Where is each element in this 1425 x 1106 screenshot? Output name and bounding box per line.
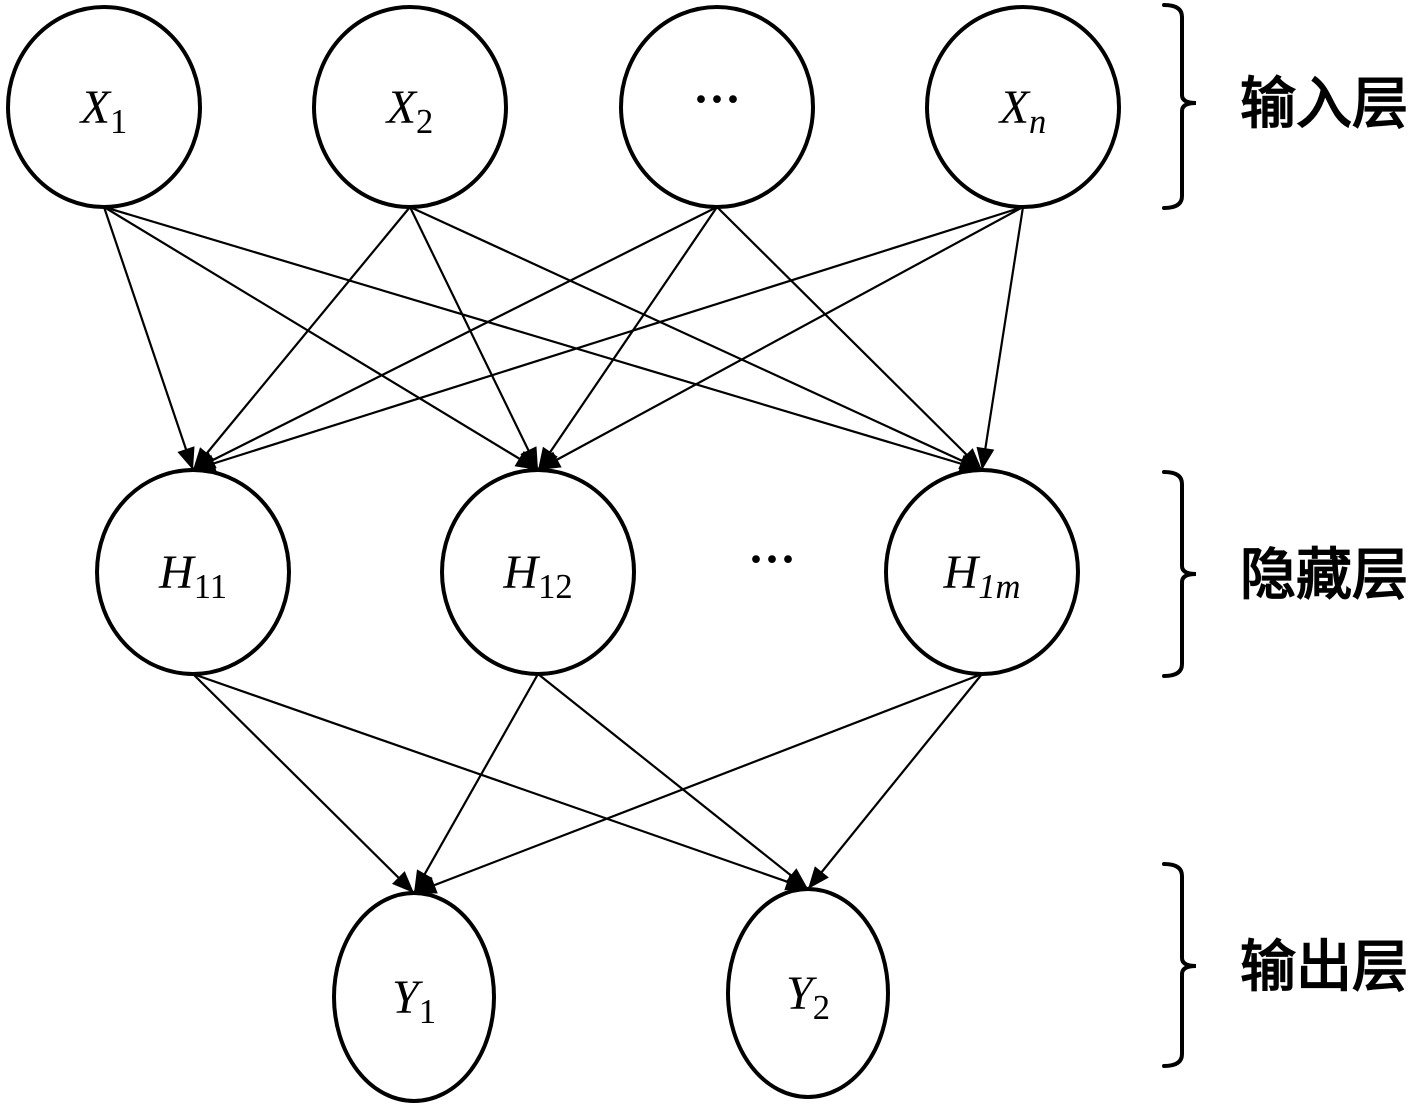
node-x1: X1 <box>6 5 202 209</box>
edge-h12-y2 <box>537 673 809 890</box>
node-label-subscript: n <box>1029 103 1046 141</box>
node-label-subscript: 2 <box>813 989 830 1027</box>
layer-label-output: 输出层 <box>1240 935 1408 1000</box>
layer-label-input: 输入层 <box>1240 72 1408 137</box>
bracket-icon <box>1162 3 1197 210</box>
node-circle <box>884 468 1080 676</box>
edge-xn-h12 <box>537 206 1024 471</box>
arrowhead <box>177 446 195 470</box>
edge-h11-y2 <box>192 672 809 891</box>
node-label: X2 <box>385 81 434 141</box>
arrowhead <box>414 869 433 893</box>
node-label-main: Y <box>392 971 423 1024</box>
arrowhead <box>808 866 829 889</box>
arrowhead <box>193 454 217 472</box>
edge-xdots-h1m <box>716 206 983 471</box>
edge-xn-h11 <box>192 205 1024 472</box>
node-label-main: Y <box>786 967 817 1020</box>
node-x2: X2 <box>312 5 508 209</box>
node-label-subscript: 2 <box>416 103 433 141</box>
node-label-subscript: 1 <box>419 993 436 1031</box>
arrowhead <box>538 451 562 470</box>
node-label-subscript: 1 <box>110 103 127 141</box>
node-h12: H12 <box>440 468 636 676</box>
edge-h1m-y2 <box>807 673 983 890</box>
node-label-subscript: 11 <box>194 568 227 606</box>
node-circle <box>312 5 508 209</box>
edge-xdots-h12 <box>537 206 718 471</box>
edge-x1-h11 <box>102 206 195 471</box>
node-circle <box>6 5 202 209</box>
node-label-subscript: 1m <box>978 568 1020 606</box>
node-label-main: H <box>158 546 196 599</box>
edge-h1m-y1 <box>413 672 983 895</box>
node-label-main: X <box>385 81 418 134</box>
bracket-icon <box>1162 862 1197 1068</box>
node-label-subscript: 12 <box>538 568 573 606</box>
node-label-main: X <box>998 81 1031 134</box>
node-circle <box>95 468 291 676</box>
node-label-main: H <box>502 546 540 599</box>
edge-x1-h12 <box>103 206 539 471</box>
layer-bracket-hidden <box>1162 470 1197 678</box>
arrowhead <box>414 876 438 894</box>
node-circle <box>726 887 890 1099</box>
node-label: X1 <box>79 81 128 141</box>
edges <box>102 205 1025 895</box>
node-h1m: H1m <box>884 468 1080 676</box>
node-circle <box>332 891 496 1103</box>
node-label: Y1 <box>392 971 436 1031</box>
node-xn: Xn <box>925 5 1121 209</box>
node-label: Xn <box>998 81 1047 141</box>
layer-bracket-output <box>1162 862 1197 1068</box>
hidden-ellipsis: ··· <box>748 533 796 586</box>
node-xdots: ··· <box>619 5 815 209</box>
node-circle <box>619 5 815 209</box>
edge-x2-h12 <box>409 206 539 471</box>
node-circle <box>440 468 636 676</box>
edge-h12-y1 <box>413 673 539 894</box>
arrowhead <box>392 871 414 893</box>
node-label: H12 <box>502 546 572 606</box>
node-h11: H11 <box>95 468 291 676</box>
arrowhead <box>520 446 538 470</box>
edge-h11-y1 <box>192 673 415 894</box>
edge-xn-h1m <box>976 206 1025 471</box>
node-label-main: H <box>943 546 981 599</box>
edge-x2-h11 <box>192 206 411 471</box>
node-y1: Y1 <box>332 891 496 1103</box>
node-label-main: ··· <box>693 73 741 126</box>
bracket-icon <box>1162 470 1197 678</box>
node-label: H11 <box>158 546 227 606</box>
node-label: Y2 <box>786 967 830 1027</box>
node-y2: Y2 <box>726 887 890 1099</box>
arrowhead <box>976 446 995 470</box>
edge-xdots-h11 <box>192 206 718 471</box>
arrowhead <box>514 450 538 470</box>
arrowhead <box>960 448 982 470</box>
node-circle <box>925 5 1121 209</box>
layer-bracket-input <box>1162 3 1197 210</box>
layer-label-hidden: 隐藏层 <box>1240 543 1408 608</box>
arrowhead <box>785 868 808 889</box>
node-label: H1m <box>943 546 1021 606</box>
node-label: ··· <box>693 73 741 126</box>
node-label-main: X <box>79 81 112 134</box>
